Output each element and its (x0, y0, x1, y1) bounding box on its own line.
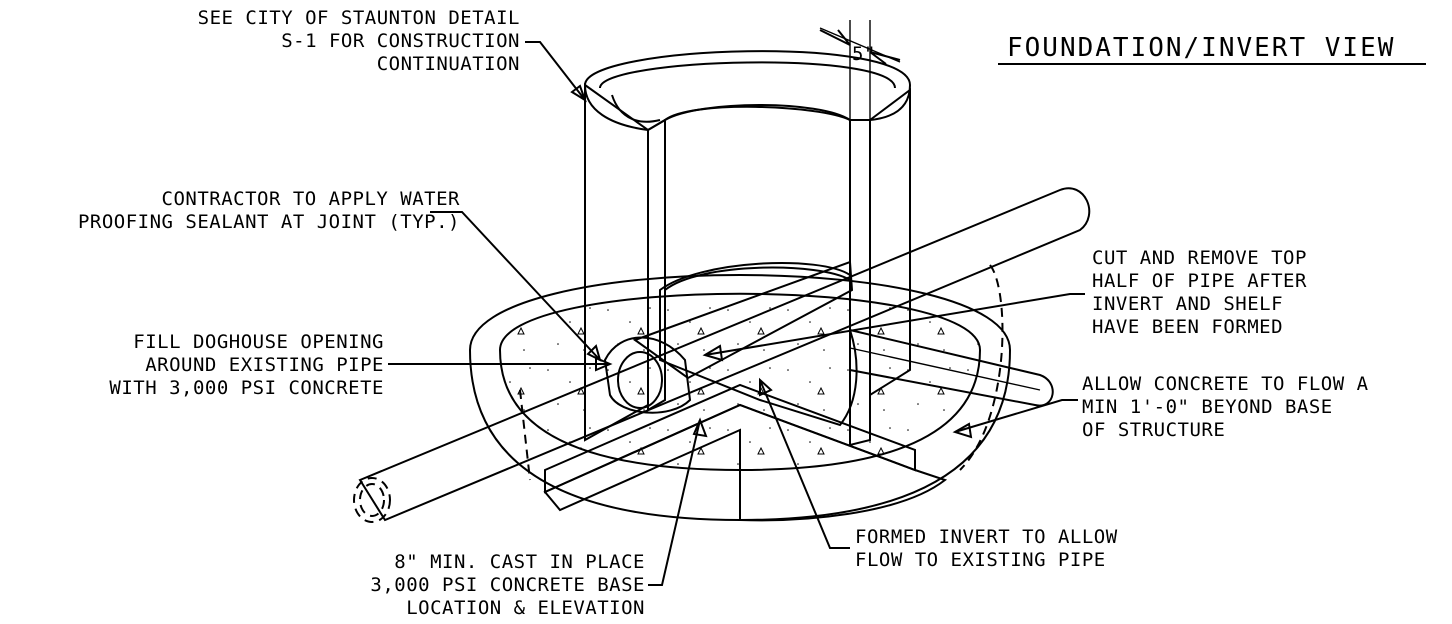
svg-text:HALF OF PIPE AFTER: HALF OF PIPE AFTER (1092, 270, 1307, 292)
riser-top-rim (583, 50, 912, 132)
label-see-detail: SEE CITY OF STAUNTON DETAIL S-1 FOR CONS… (198, 7, 587, 103)
base-extension-dashed (959, 264, 1004, 471)
label-base: 8" MIN. CAST IN PLACE 3,000 PSI CONCRETE… (370, 417, 708, 619)
view-title: FOUNDATION/INVERT VIEW (1007, 33, 1395, 63)
svg-text:FILL DOGHOUSE OPENING: FILL DOGHOUSE OPENING (133, 331, 384, 353)
base-slab-stone (543, 403, 948, 522)
svg-text:8" MIN. CAST IN PLACE: 8" MIN. CAST IN PLACE (394, 551, 645, 573)
label-allow-flow: ALLOW CONCRETE TO FLOW A MIN 1'-0" BEYON… (952, 373, 1369, 441)
svg-text:LOCATION & ELEVATION: LOCATION & ELEVATION (406, 597, 645, 619)
svg-text:CUT AND REMOVE TOP: CUT AND REMOVE TOP (1092, 247, 1307, 269)
doghouse-arc (617, 351, 663, 409)
label-doghouse: FILL DOGHOUSE OPENING AROUND EXISTING PI… (109, 331, 613, 399)
svg-text:FLOW TO EXISTING PIPE: FLOW TO EXISTING PIPE (855, 549, 1106, 571)
svg-text:WITH 3,000 PSI CONCRETE: WITH 3,000 PSI CONCRETE (109, 377, 384, 399)
riser-rim-step (611, 94, 661, 123)
svg-text:AROUND EXISTING PIPE: AROUND EXISTING PIPE (145, 354, 384, 376)
pipe-end-left (353, 477, 391, 523)
dimension-arrow-left (819, 29, 851, 46)
svg-text:SEE CITY OF STAUNTON DETAIL: SEE CITY OF STAUNTON DETAIL (198, 7, 520, 29)
dimension-value: 5" (852, 43, 876, 65)
svg-text:S-1 FOR CONSTRUCTION: S-1 FOR CONSTRUCTION (281, 30, 520, 52)
foundation-stipple (500, 293, 980, 470)
label-invert: FORMED INVERT TO ALLOW FLOW TO EXISTING … (759, 377, 1118, 571)
svg-text:HAVE BEEN FORMED: HAVE BEEN FORMED (1092, 316, 1283, 338)
pipe-outlet-line (849, 347, 1041, 391)
label-sealant: CONTRACTOR TO APPLY WATER PROOFING SEALA… (78, 188, 602, 362)
svg-text:CONTINUATION: CONTINUATION (377, 53, 520, 75)
svg-text:MIN 1'-0" BEYOND BASE: MIN 1'-0" BEYOND BASE (1082, 396, 1333, 418)
riser-back-wall (664, 104, 851, 293)
doghouse-fill (603, 336, 692, 414)
svg-text:INVERT AND SHELF: INVERT AND SHELF (1092, 293, 1283, 315)
svg-text:PROOFING SEALANT AT JOINT (TYP: PROOFING SEALANT AT JOINT (TYP.) (78, 211, 460, 233)
foundation-outer-ring (468, 274, 1012, 522)
pipe-end-left-inner (359, 483, 385, 517)
svg-text:ALLOW CONCRETE TO FLOW A: ALLOW CONCRETE TO FLOW A (1082, 373, 1369, 395)
riser-rim-inner (599, 61, 896, 89)
label-cut-remove: CUT AND REMOVE TOP HALF OF PIPE AFTER IN… (702, 247, 1307, 362)
pipe-dashed-edge (519, 389, 531, 481)
svg-text:CONTRACTOR TO APPLY WATER: CONTRACTOR TO APPLY WATER (162, 188, 461, 210)
svg-text:3,000 PSI CONCRETE BASE: 3,000 PSI CONCRETE BASE (370, 574, 645, 596)
dimension-line (819, 27, 901, 63)
svg-text:FORMED INVERT TO ALLOW: FORMED INVERT TO ALLOW (855, 526, 1118, 548)
cut-pipe-channel (632, 260, 854, 380)
pipe-outlet (849, 328, 1054, 407)
existing-pipe (358, 187, 1091, 522)
svg-text:OF STRUCTURE: OF STRUCTURE (1082, 419, 1225, 441)
